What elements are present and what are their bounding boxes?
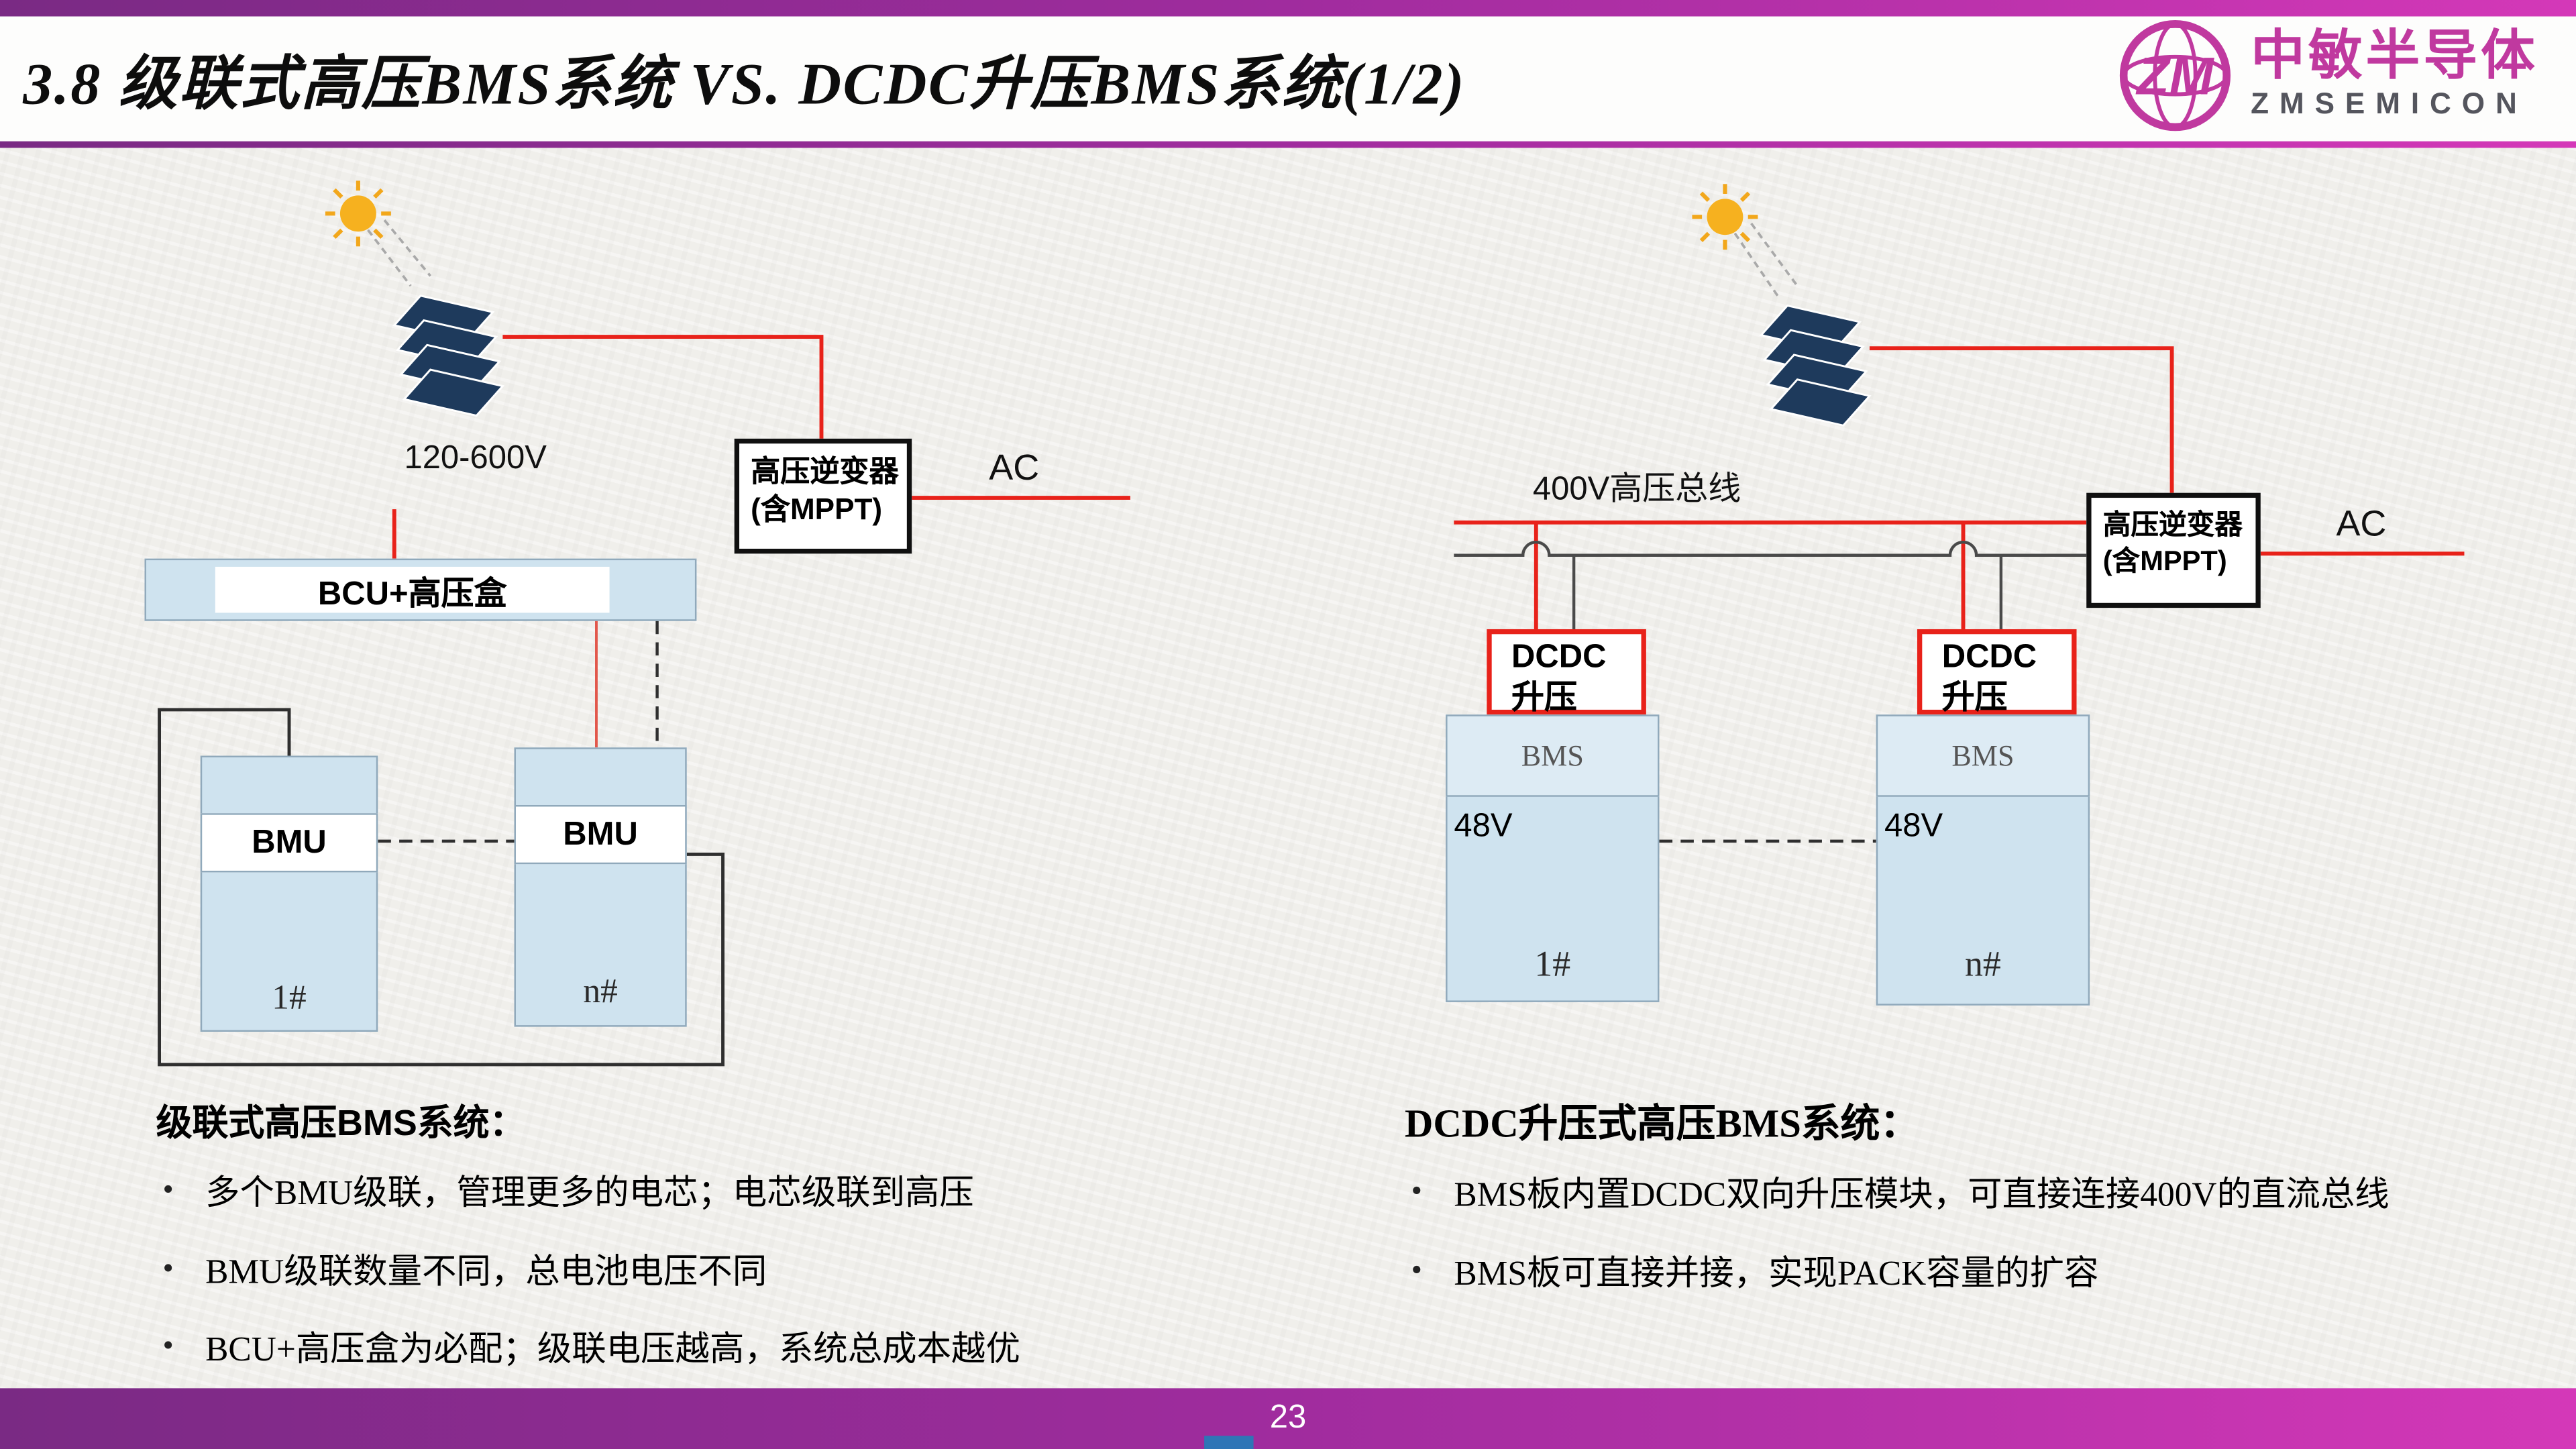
right-notes-heading: DCDC升压式高压BMS系统： xyxy=(1404,1104,1920,1147)
bullet-item: BMS板内置DCDC双向升压模块，可直接连接400V的直流总线 xyxy=(1405,1168,2423,1222)
logo-subname: ZMSEMICON xyxy=(2251,87,2528,121)
dc-bus-label: 400V高压总线 xyxy=(1532,471,1741,508)
page-number: 23 xyxy=(1269,1399,1307,1436)
pv-to-inverter-line xyxy=(1869,346,2174,493)
footer-accent-mark xyxy=(1204,1436,1254,1449)
top-accent-bar xyxy=(0,0,2576,17)
pack-id-1: 1# xyxy=(1534,943,1571,984)
bcu-label: BCU+高压盒 xyxy=(215,566,610,613)
pack-id-n: n# xyxy=(1964,943,2001,984)
pack-voltage-1: 48V xyxy=(1454,808,1513,845)
inverter-label-line2: (含MPPT) xyxy=(2102,545,2227,577)
dcdc-boost-box-2: DCDC 升压 xyxy=(1917,629,2077,716)
solar-panel-icon xyxy=(1760,305,1871,427)
dcdc-label-line1: DCDC xyxy=(1511,639,1607,676)
bullet-item: 多个BMU级联，管理更多的电芯；电芯级联到高压 xyxy=(156,1167,1273,1220)
bullet-item: BMS板可直接并接，实现PACK容量的扩容 xyxy=(1405,1246,2423,1300)
inverter-box-left: 高压逆变器 (含MPPT) xyxy=(734,438,912,554)
pack-voltage-n: 48V xyxy=(1884,808,1943,845)
company-logo: ZM 中敏半导体 ZMSEMICON xyxy=(2112,13,2566,138)
sun-icon xyxy=(1692,184,1758,250)
right-notes: DCDC升压式高压BMS系统： BMS板内置DCDC双向升压模块，可直接连接40… xyxy=(1405,1091,2423,1324)
bmu-label-n: BMU xyxy=(514,805,687,865)
dc-bus-negative-line xyxy=(1454,541,2087,557)
ac-label-left: AC xyxy=(989,447,1040,488)
solar-panel-icon xyxy=(393,294,504,417)
inverter-box-right: 高压逆变器 (含MPPT) xyxy=(2086,492,2261,608)
header-divider xyxy=(0,141,2576,148)
dcdc-boost-box-1: DCDC 升压 xyxy=(1487,629,1646,716)
dcdc-label-line2: 升压 xyxy=(1511,680,1578,716)
sun-icon xyxy=(325,180,391,246)
left-notes-bullets: 多个BMU级联，管理更多的电芯；电芯级联到高压 BMU级联数量不同，总电池电压不… xyxy=(156,1167,1273,1377)
left-notes: 级联式高压BMS系统： 多个BMU级联，管理更多的电芯；电芯级联到高压 BMU级… xyxy=(156,1094,1273,1401)
unit-id-1: 1# xyxy=(272,977,307,1017)
inverter-label-line1: 高压逆变器 xyxy=(751,455,899,488)
bullet-item: BMU级联数量不同，总电池电压不同 xyxy=(156,1244,1273,1298)
bms-pack-1: BMS 48V 1# xyxy=(1446,714,1660,1002)
logo-name: 中敏半导体 xyxy=(2251,25,2538,86)
bms-band-label-1: BMS xyxy=(1446,714,1660,797)
bullet-item: BCU+高压盒为必配；级联电压越高，系统总成本越优 xyxy=(156,1323,1273,1377)
page-title: 3.8 级联式高压BMS系统 VS. DCDC升压BMS系统(1/2) xyxy=(23,50,1466,117)
bmu-label-1: BMU xyxy=(200,813,378,873)
inverter-label-line1: 高压逆变器 xyxy=(2102,509,2243,541)
sun-ray-beams xyxy=(1733,222,1799,297)
logo-globe-icon: ZM xyxy=(2119,20,2231,131)
footer-bar: 23 xyxy=(0,1388,2576,1449)
sun-ray-beams xyxy=(367,219,432,287)
bcu-hv-box: BCU+高压盒 xyxy=(144,558,697,621)
bms-band-label-n: BMS xyxy=(1876,714,2090,797)
right-notes-bullets: BMS板内置DCDC双向升压模块，可直接连接400V的直流总线 BMS板可直接并… xyxy=(1405,1168,2423,1299)
dcdc-label-line1: DCDC xyxy=(1941,639,2037,676)
logo-monogram: ZM xyxy=(2135,46,2214,106)
bmu-box-n: BMU n# xyxy=(514,747,687,1027)
ac-label-right: AC xyxy=(2336,502,2387,544)
unit-id-n: n# xyxy=(583,971,618,1011)
left-notes-heading: 级联式高压BMS系统： xyxy=(156,1102,526,1144)
bms-pack-n: BMS 48V n# xyxy=(1876,714,2090,1006)
bmu-box-1: BMU 1# xyxy=(200,755,378,1032)
dcdc-label-line2: 升压 xyxy=(1941,680,2008,716)
pv-to-inverter-line xyxy=(502,335,824,439)
inverter-label-line2: (含MPPT) xyxy=(751,493,883,527)
pv-voltage-label: 120-600V xyxy=(404,440,547,477)
